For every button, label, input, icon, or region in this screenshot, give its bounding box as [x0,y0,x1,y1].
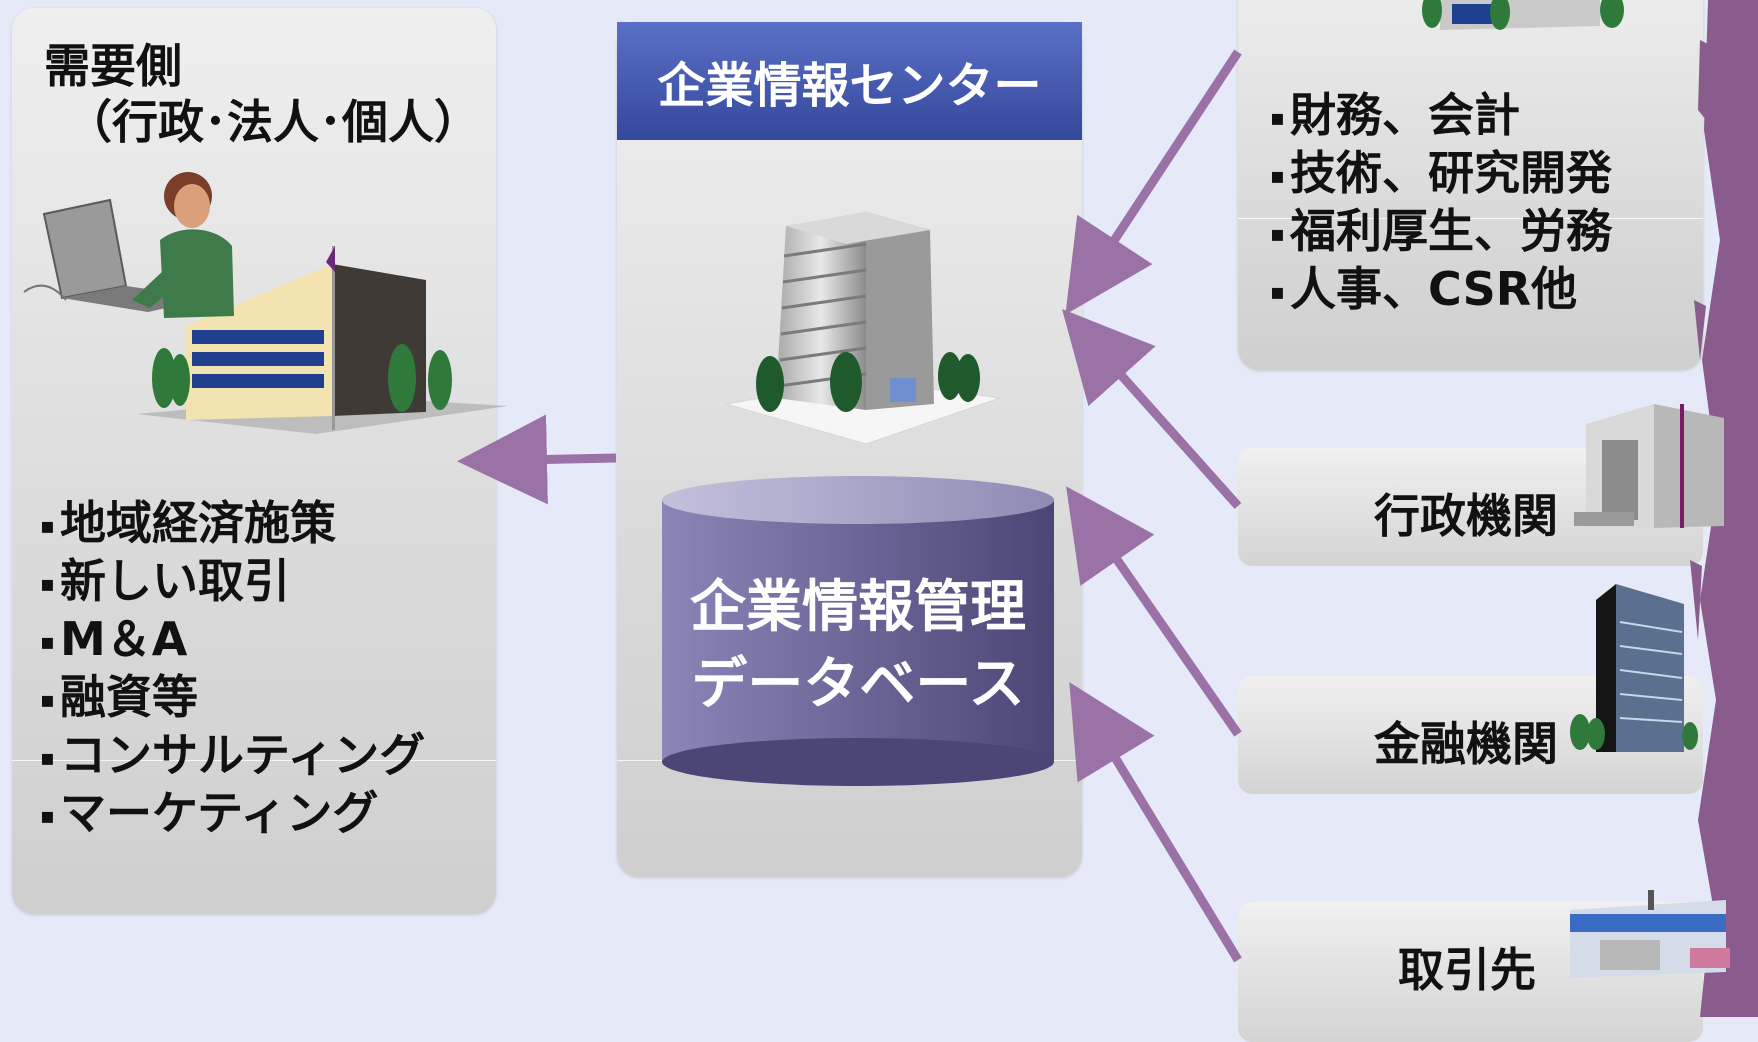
company-building-icon [1422,0,1624,30]
list-item: 人事、CSR他 [1270,260,1612,318]
list-item: 福利厚生、労務 [1270,202,1612,260]
side-decoration [1690,0,1758,1017]
list-item: 融資等 [40,668,425,726]
list-item: コンサルティング [40,726,425,784]
list-item: M＆A [40,610,425,668]
flow-arrows [457,49,1242,963]
list-item: 地域経済施策 [40,494,425,552]
diagram-graphics [23,0,1758,1017]
company-info-list: 財務、会計 技術、研究開発 福利厚生、労務 人事、CSR他 [1270,86,1612,318]
list-item: 新しい取引 [40,552,425,610]
person-laptop-building-icon [23,172,508,434]
list-item: 財務、会計 [1270,86,1612,144]
center-building-icon [725,212,1001,445]
factory-icon [1570,890,1730,978]
arrow-partners-to-center [1069,682,1242,963]
financial-label: 金融機関 [1374,717,1558,771]
government-building-icon [1574,404,1724,528]
bank-building-icon [1570,584,1698,752]
government-label: 行政機関 [1374,489,1558,543]
arrow-government-to-center [1062,309,1242,509]
demand-side-list: 地域経済施策 新しい取引 M＆A 融資等 コンサルティング マーケティング [40,494,425,842]
arrow-center-to-demand [457,414,617,505]
demand-side-subtitle: （行政･法人･個人） [66,95,480,149]
arrow-company-to-center [1065,49,1242,315]
partners-label: 取引先 [1398,943,1536,997]
list-item: 技術、研究開発 [1270,144,1612,202]
database-cylinder [662,476,1054,786]
list-item: マーケティング [40,784,425,842]
arrow-financial-to-center [1066,486,1242,737]
center-title: 企業情報センター [617,22,1082,140]
demand-side-title: 需要側 [44,39,182,93]
database-label-line2: データベース [691,652,1025,717]
database-label-line1: 企業情報管理 [690,575,1026,640]
